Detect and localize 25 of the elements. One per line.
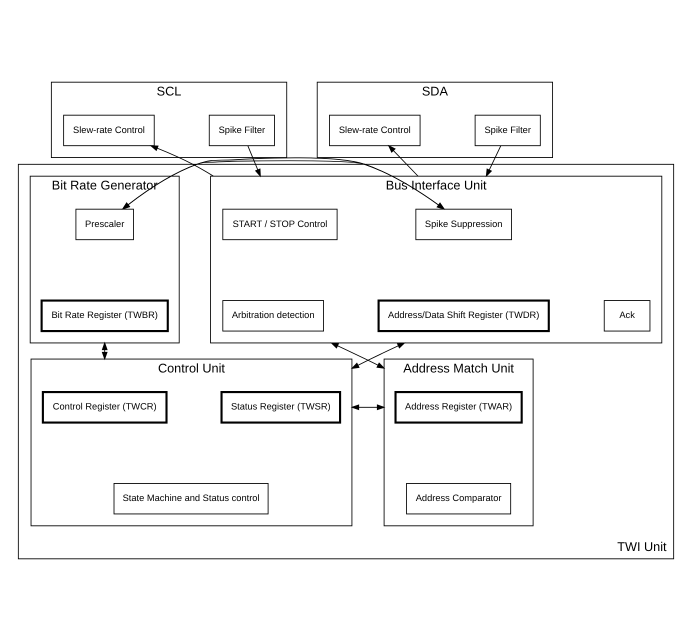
node-box: Bit Rate Register (TWBR) <box>40 300 169 332</box>
arrow <box>150 145 214 177</box>
arrow <box>486 145 502 178</box>
node-box: State Machine and Status control <box>114 483 269 514</box>
arrow <box>330 342 386 369</box>
node-box: Slew-rate Control <box>329 114 420 146</box>
node-box: START / STOP Control <box>222 208 338 240</box>
node-box: Ack <box>604 300 650 332</box>
node-box: Spike Filter <box>474 114 541 146</box>
arrow <box>122 157 446 210</box>
node-box: Arbitration detection <box>222 300 324 332</box>
node-box: Spike Filter <box>208 114 275 146</box>
arrow <box>247 145 261 178</box>
node-box: Status Register (TWSR) <box>220 390 342 424</box>
arrow <box>350 404 386 410</box>
node-box: Address Comparator <box>406 483 512 514</box>
arrow <box>388 144 418 177</box>
node-box: Prescaler <box>75 208 134 240</box>
node-box: Address Register (TWAR) <box>394 390 523 424</box>
arrow <box>102 342 108 360</box>
node-box: Spike Suppression <box>415 208 512 240</box>
node-box: Address/Data Shift Register (TWDR) <box>378 300 550 332</box>
node-box: Slew-rate Control <box>63 114 155 146</box>
arrow <box>350 342 406 369</box>
node-box: Control Register (TWCR) <box>42 390 168 424</box>
